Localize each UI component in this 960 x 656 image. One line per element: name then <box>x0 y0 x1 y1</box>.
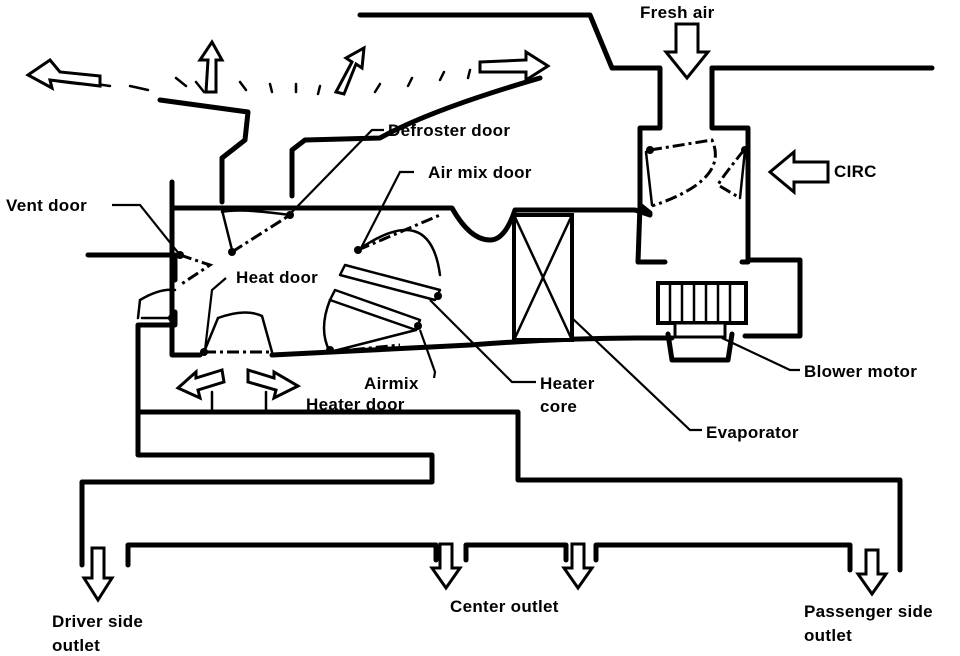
fresh-air-arrow <box>662 22 712 81</box>
intake-housing <box>357 12 935 339</box>
passenger-outlet-label-line1: Passenger side <box>804 602 933 621</box>
leader-lines <box>112 128 800 432</box>
distribution-ducts <box>125 409 903 573</box>
defroster-duct <box>38 68 543 205</box>
defroster-door-icon <box>220 208 294 256</box>
defrost-up-arrow-2 <box>333 45 366 96</box>
center-outlet-arrow-2 <box>561 542 595 591</box>
heater-door-label: Heater door <box>306 395 405 414</box>
circ-arrow <box>767 148 830 196</box>
center-outlet-label: Center outlet <box>450 597 559 616</box>
vent-door-label: Vent door <box>6 196 87 215</box>
airmix-label: Airmix <box>364 374 419 393</box>
intake-door-icon <box>644 138 749 208</box>
defrost-left-arrow <box>25 57 102 91</box>
center-outlet-arrow-1 <box>429 542 463 591</box>
heat-door-icon <box>200 311 274 356</box>
passenger-outlet-arrow-1 <box>855 548 889 597</box>
driver-outlet-label-line1: Driver side <box>52 612 143 631</box>
air-mix-door-icon <box>322 213 442 354</box>
heater-outlet-left-arrow <box>175 368 226 401</box>
air-mix-door-label: Air mix door <box>428 163 532 182</box>
evaporator-label: Evaporator <box>706 423 799 442</box>
driver-outlet-label-line2: outlet <box>52 636 100 655</box>
heat-door-label: Heat door <box>236 268 318 287</box>
passenger-outlet-label-line2: outlet <box>804 626 852 645</box>
heater-outlet-right-arrow <box>246 367 302 401</box>
circ-label: CIRC <box>834 162 877 181</box>
heater-core-icon <box>512 213 574 342</box>
heater-core-label-line2: core <box>540 397 577 416</box>
defroster-door-label: Defroster door <box>388 121 510 140</box>
driver-outlet-arrow-1 <box>81 546 115 603</box>
defrost-right-arrow <box>478 49 551 83</box>
blower-motor-icon <box>656 281 748 363</box>
vent-door-icon <box>79 251 435 568</box>
fresh-air-label: Fresh air <box>640 3 715 22</box>
heater-core-label-line1: Heater <box>540 374 595 393</box>
blower-motor-label: Blower motor <box>804 362 917 381</box>
defrost-up-arrow-1 <box>197 39 225 94</box>
